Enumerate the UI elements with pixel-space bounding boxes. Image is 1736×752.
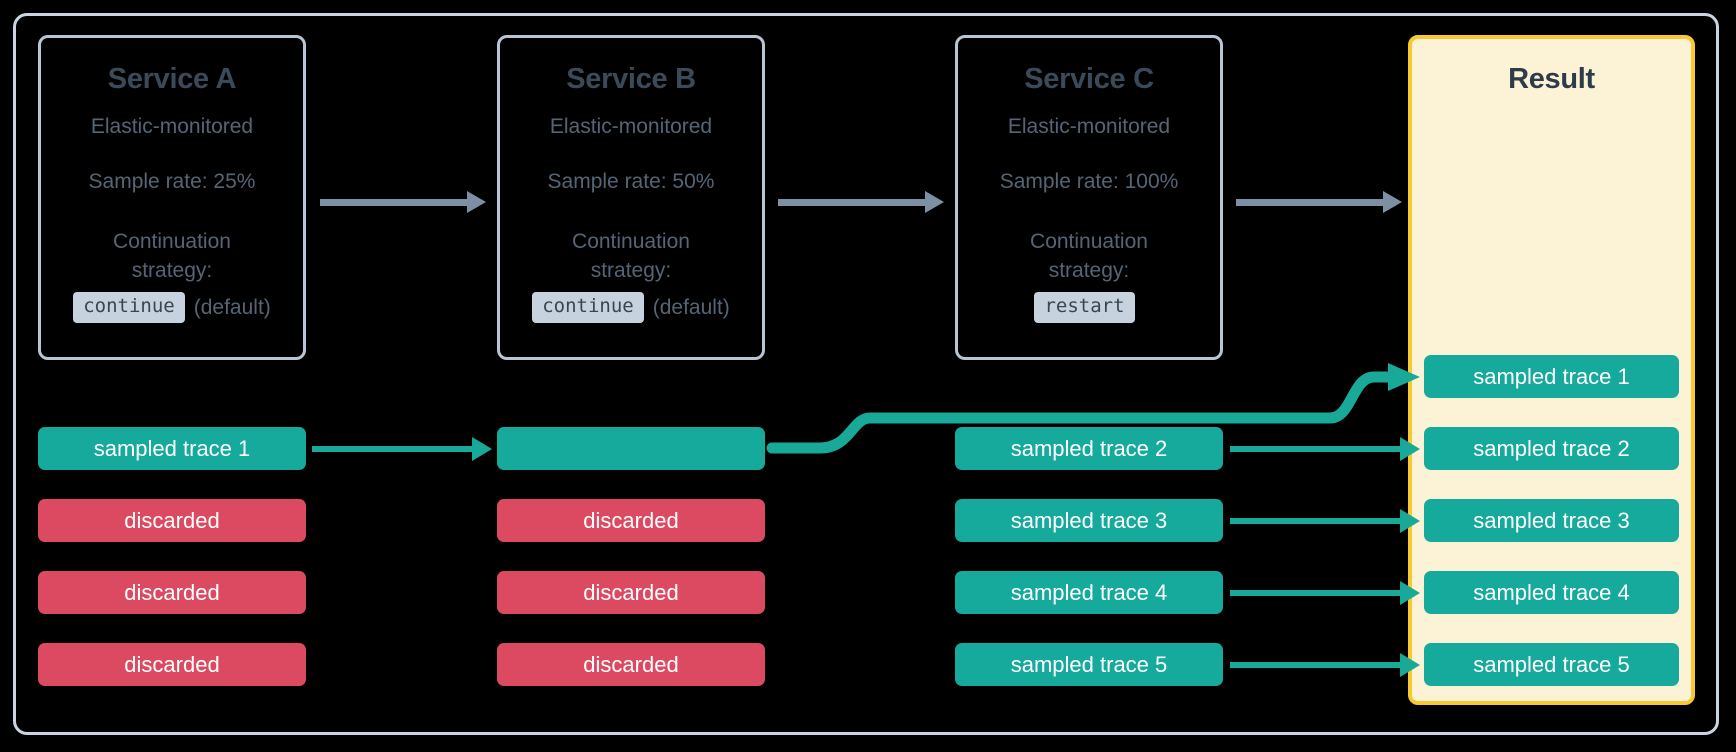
gray-arrow-c-to-result-head — [1383, 191, 1402, 213]
teal-arrow-c4-to-result5-head — [1400, 653, 1420, 677]
service-a-strategy-note: (default) — [193, 295, 271, 319]
trace-b-1 — [497, 427, 765, 470]
gray-arrow-a-to-b — [320, 191, 486, 213]
service-a-title: Service A — [107, 63, 237, 95]
gray-arrow-a-to-b-shaft — [320, 199, 467, 206]
teal-arrow-c1-to-result2-shaft — [1230, 446, 1400, 452]
trace-a-4: discarded — [38, 643, 306, 686]
trace-a-2: discarded — [38, 499, 306, 542]
teal-arrow-c2-to-result3-head — [1400, 509, 1420, 533]
gray-arrow-b-to-c-head — [925, 191, 944, 213]
teal-arrow-c2-to-result3-shaft — [1230, 518, 1400, 524]
service-c-title: Service C — [1024, 63, 1154, 95]
teal-arrow-c2-to-result3 — [1230, 509, 1420, 533]
outer-frame — [13, 13, 1719, 735]
service-b-title: Service B — [566, 63, 696, 95]
gray-arrow-b-to-c-shaft — [778, 199, 925, 206]
service-card-c: Service C Elastic-monitored Sample rate:… — [955, 35, 1223, 360]
result-trace-4: sampled trace 4 — [1424, 571, 1679, 614]
service-b-strategy-label: Continuation strategy: — [572, 228, 690, 286]
trace-c-3: sampled trace 4 — [955, 571, 1223, 614]
service-a-strategy-label: Continuation strategy: — [113, 228, 231, 286]
service-card-a: Service A Elastic-monitored Sample rate:… — [38, 35, 306, 360]
gray-arrow-c-to-result-shaft — [1236, 199, 1383, 206]
result-trace-3: sampled trace 3 — [1424, 499, 1679, 542]
service-b-strategy-row: continue (default) — [532, 292, 730, 323]
service-c-strategy-line2: strategy: — [1048, 259, 1130, 283]
result-trace-2: sampled trace 2 — [1424, 427, 1679, 470]
trace-a-1: sampled trace 1 — [38, 427, 306, 470]
gray-arrow-a-to-b-head — [467, 191, 486, 213]
teal-arrow-a1-to-b1-shaft — [312, 446, 472, 452]
result-trace-5: sampled trace 5 — [1424, 643, 1679, 686]
service-b-strategy-code: continue — [532, 292, 644, 323]
service-b-subtitle: Elastic-monitored — [549, 114, 713, 138]
service-c-strategy-row: restart — [1034, 292, 1143, 323]
service-c-sample-rate: Sample rate: 100% — [999, 170, 1179, 194]
service-b-strategy-note: (default) — [652, 295, 730, 319]
service-b-strategy-line1: Continuation — [572, 230, 690, 254]
trace-c-1: sampled trace 2 — [955, 427, 1223, 470]
teal-arrow-c3-to-result4-head — [1400, 581, 1420, 605]
result-trace-1: sampled trace 1 — [1424, 355, 1679, 398]
teal-arrow-c3-to-result4-shaft — [1230, 590, 1400, 596]
trace-b-4: discarded — [497, 643, 765, 686]
result-title: Result — [1508, 63, 1595, 95]
teal-arrow-c4-to-result5-shaft — [1230, 662, 1400, 668]
gray-arrow-c-to-result — [1236, 191, 1402, 213]
service-a-strategy-row: continue (default) — [73, 292, 271, 323]
service-c-strategy-label: Continuation strategy: — [1030, 228, 1148, 286]
teal-arrow-a1-to-b1-head — [472, 437, 492, 461]
service-b-sample-rate: Sample rate: 50% — [547, 170, 715, 194]
trace-b-2: discarded — [497, 499, 765, 542]
gray-arrow-b-to-c — [778, 191, 944, 213]
service-a-strategy-line1: Continuation — [113, 230, 231, 254]
service-a-strategy-line2: strategy: — [131, 259, 213, 283]
teal-arrow-c1-to-result2-head — [1400, 437, 1420, 461]
service-a-subtitle: Elastic-monitored — [90, 114, 254, 138]
service-a-strategy-code: continue — [73, 292, 185, 323]
service-c-strategy-line1: Continuation — [1030, 230, 1148, 254]
service-c-strategy-code: restart — [1034, 292, 1135, 323]
teal-arrow-c3-to-result4 — [1230, 581, 1420, 605]
trace-c-4: sampled trace 5 — [955, 643, 1223, 686]
teal-arrow-c4-to-result5 — [1230, 653, 1420, 677]
trace-c-2: sampled trace 3 — [955, 499, 1223, 542]
service-c-subtitle: Elastic-monitored — [1007, 114, 1171, 138]
service-b-strategy-line2: strategy: — [590, 259, 672, 283]
trace-b-3: discarded — [497, 571, 765, 614]
teal-arrow-c1-to-result2 — [1230, 437, 1420, 461]
service-a-sample-rate: Sample rate: 25% — [88, 170, 256, 194]
teal-arrow-a1-to-b1 — [312, 437, 492, 461]
trace-a-3: discarded — [38, 571, 306, 614]
service-card-b: Service B Elastic-monitored Sample rate:… — [497, 35, 765, 360]
